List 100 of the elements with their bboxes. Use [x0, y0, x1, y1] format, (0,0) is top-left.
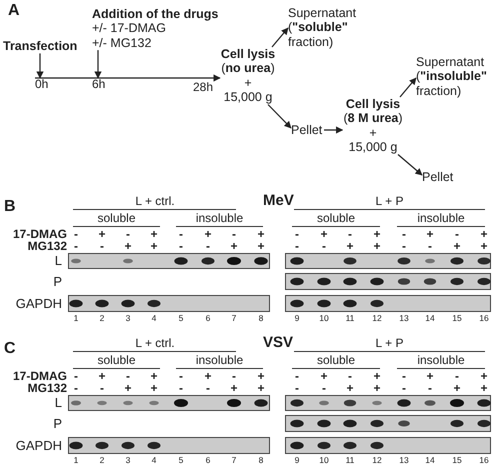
- lane-number: 4: [152, 314, 156, 322]
- treatment-sign: +: [480, 370, 488, 382]
- treatment-sign: +: [374, 370, 380, 382]
- treatment-sign: -: [295, 240, 299, 252]
- treatment-sign: +: [98, 228, 106, 240]
- treatment-sign: -: [179, 240, 183, 252]
- treatment-sign: -: [100, 240, 104, 252]
- treatment-sign: -: [74, 240, 78, 252]
- panel-letter: C: [4, 340, 16, 358]
- fraction-label: Supernatant ("insoluble" fraction): [416, 55, 488, 98]
- panel-letter: B: [4, 198, 16, 216]
- lane-number: 3: [126, 314, 130, 322]
- treatment-sign: +: [258, 228, 264, 240]
- protein-label: GAPDH: [16, 439, 62, 454]
- lane-number: 5: [178, 456, 184, 464]
- treatment-sign: -: [179, 228, 183, 240]
- treatment-sign: +: [150, 228, 158, 240]
- lane-number: 14: [425, 314, 435, 322]
- treatment-sign: +: [124, 240, 132, 252]
- arrow: [324, 126, 344, 134]
- arrow: [400, 77, 416, 98]
- treatment-sign: -: [348, 370, 352, 382]
- plus-sign: +: [244, 76, 252, 90]
- fraction-header: insoluble: [417, 212, 465, 226]
- lane-number: 15: [452, 456, 462, 464]
- treatment-sign: +: [98, 370, 106, 382]
- protein-label: L: [54, 396, 62, 411]
- treatment-sign: +: [150, 382, 158, 394]
- centrifugation-label: 15,000 g: [224, 90, 272, 104]
- treatment-sign: +: [150, 240, 158, 252]
- protein-label: GAPDH: [16, 297, 62, 312]
- time-label: 0h: [35, 78, 48, 90]
- treatment-sign: +: [258, 370, 264, 382]
- lane-number: 3: [126, 456, 130, 464]
- lane-number: 11: [346, 456, 354, 464]
- lane-number: 13: [399, 314, 409, 322]
- lane-number: 12: [372, 456, 382, 464]
- lane-number: 10: [319, 314, 329, 322]
- treatment-sign: -: [179, 370, 183, 382]
- treatment-sign: -: [206, 240, 210, 252]
- lane-number: 15: [452, 314, 462, 322]
- treatment-sign: -: [74, 370, 78, 382]
- step-label: Cell lysis (no urea): [220, 47, 276, 76]
- treatment-sign: -: [402, 228, 406, 240]
- treatment-sign: -: [232, 370, 236, 382]
- treatment-label: MG132: [28, 382, 67, 394]
- lane-number: 16: [479, 314, 489, 322]
- fraction-header: insoluble: [417, 354, 465, 368]
- treatment-sign: -: [74, 228, 78, 240]
- arrow: [36, 53, 44, 79]
- treatment-text: +/- MG132: [92, 36, 152, 50]
- treatment-sign: +: [258, 240, 264, 252]
- arrow: [398, 154, 423, 176]
- lane-number: 5: [178, 314, 184, 322]
- lane-number: 9: [294, 314, 300, 322]
- treatment-sign: +: [204, 228, 212, 240]
- fraction-label: Supernatant ("soluble" fraction): [288, 6, 358, 50]
- treatment-sign: +: [346, 240, 354, 252]
- treatment-sign: +: [480, 382, 488, 394]
- treatment-sign: -: [402, 382, 406, 394]
- protein-label: L: [54, 254, 62, 269]
- lane-number: 2: [100, 314, 104, 322]
- lane-number: 10: [319, 456, 329, 464]
- treatment-sign: -: [455, 228, 459, 240]
- lane-number: 6: [206, 456, 210, 464]
- lane-number: 11: [346, 314, 354, 322]
- treatment-sign: +: [480, 228, 488, 240]
- lane-number: 14: [425, 456, 435, 464]
- time-label: 28h: [193, 81, 214, 93]
- treatment-sign: -: [206, 382, 210, 394]
- lane-number: 8: [258, 456, 264, 464]
- treatment-sign: +: [258, 382, 264, 394]
- time-label: 6h: [92, 78, 106, 90]
- treatment-sign: -: [428, 240, 432, 252]
- treatment-sign: +: [230, 240, 238, 252]
- treatment-sign: +: [374, 382, 380, 394]
- fraction-header: soluble: [316, 354, 356, 368]
- group-header: L + P: [376, 195, 404, 209]
- group-header: L + P: [376, 337, 404, 351]
- protein-label: P: [53, 275, 62, 290]
- lane-number: 7: [232, 314, 236, 322]
- treatment-sign: +: [454, 240, 460, 252]
- fraction-header: soluble: [97, 354, 136, 368]
- treatment-sign: +: [320, 228, 328, 240]
- treatment-sign: -: [295, 228, 299, 240]
- fraction-header: soluble: [97, 212, 136, 226]
- treatment-sign: +: [374, 240, 380, 252]
- pellet-label: Pellet: [422, 170, 454, 184]
- treatment-sign: -: [100, 382, 104, 394]
- step-label: Cell lysis (8 M urea): [342, 97, 404, 126]
- lane-number: 13: [399, 456, 409, 464]
- treatment-sign: -: [232, 228, 236, 240]
- treatment-sign: -: [348, 228, 352, 240]
- group-header: L + ctrl.: [135, 195, 175, 209]
- lane-number: 12: [372, 314, 382, 322]
- lane-number: 7: [232, 456, 236, 464]
- centrifugation-label: 15,000 g: [348, 140, 398, 154]
- treatment-sign: -: [322, 382, 326, 394]
- treatment-sign: +: [124, 382, 132, 394]
- treatment-sign: -: [74, 382, 78, 394]
